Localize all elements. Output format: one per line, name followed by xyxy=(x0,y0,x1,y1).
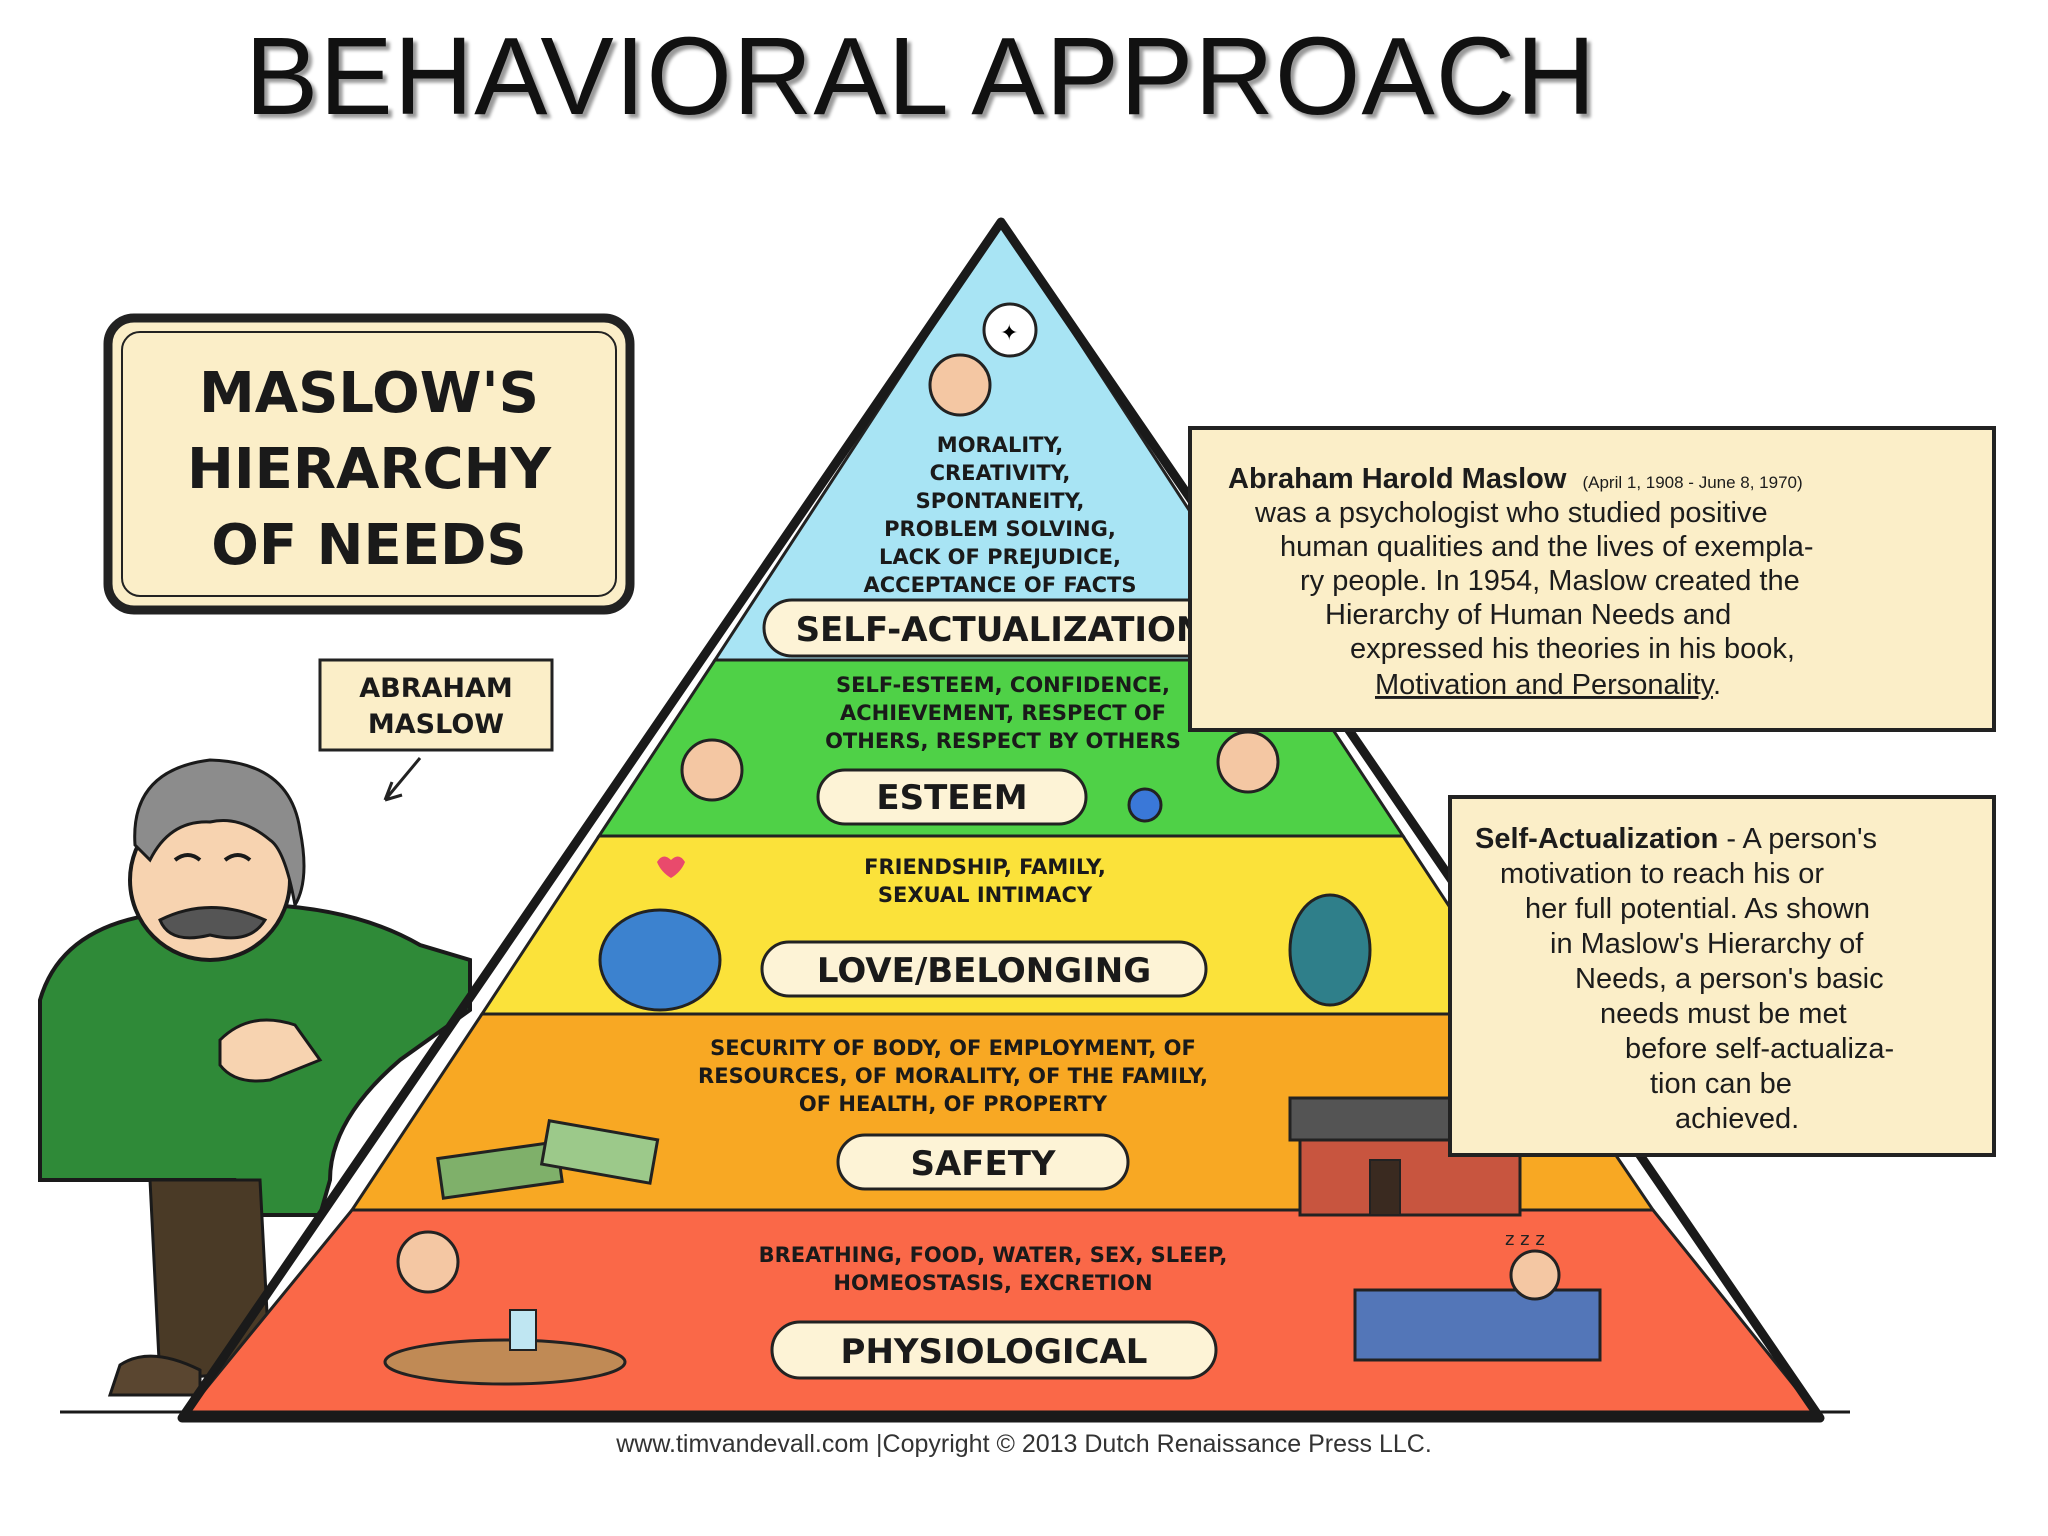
child-eating xyxy=(383,1230,627,1386)
title-box-line-1: MASLOW'S xyxy=(199,361,539,426)
svg-text:z z z: z z z xyxy=(1505,1229,1545,1250)
mustache xyxy=(158,906,268,940)
svg-text:OTHERS, RESPECT BY OTHERS: OTHERS, RESPECT BY OTHERS xyxy=(825,729,1181,753)
svg-text:HOMEOSTASIS, EXCRETION: HOMEOSTASIS, EXCRETION xyxy=(833,1271,1152,1295)
pyramid xyxy=(60,217,1850,1423)
svg-text:SPONTANEITY,: SPONTANEITY, xyxy=(916,489,1085,513)
svg-text:LACK OF PREJUDICE,: LACK OF PREJUDICE, xyxy=(879,545,1121,569)
hair xyxy=(133,758,306,910)
svg-text:SEXUAL INTIMACY: SEXUAL INTIMACY xyxy=(878,883,1093,907)
title-box-line-3: OF NEEDS xyxy=(211,513,527,578)
svg-text:Motivation and Personality.: Motivation and Personality. xyxy=(1375,669,1721,701)
girl-face xyxy=(1216,730,1280,794)
svg-text:expressed his theories in his: expressed his theories in his book, xyxy=(1350,633,1795,665)
tier-label-safety: SAFETY xyxy=(910,1144,1055,1184)
svg-text:ry people. In 1954, Maslow cre: ry people. In 1954, Maslow created the xyxy=(1300,565,1800,597)
tier-label-love-belonging: LOVE/BELONGING xyxy=(817,951,1151,991)
copyright-credit: www.timvandevall.com |Copyright © 2013 D… xyxy=(616,1430,1432,1458)
heart-icon xyxy=(657,856,685,878)
svg-text:RESOURCES, OF MORALITY, OF THE: RESOURCES, OF MORALITY, OF THE FAMILY, xyxy=(698,1064,1208,1088)
svg-text:SECURITY OF BODY, OF EMPLOYMEN: SECURITY OF BODY, OF EMPLOYMENT, OF xyxy=(710,1036,1196,1060)
thinker-face xyxy=(928,353,992,417)
name-label-line-2: MASLOW xyxy=(368,709,504,740)
svg-text:before self-actualiza-: before self-actualiza- xyxy=(1625,1033,1894,1065)
tier-self-actualization: ✦ MORALITY, CREATIVITY, SPONTANEITY, PRO… xyxy=(762,302,1238,658)
svg-text:her full potential. As shown: her full potential. As shown xyxy=(1525,893,1870,925)
svg-text:Hierarchy of Human Needs and: Hierarchy of Human Needs and xyxy=(1325,599,1731,631)
svg-text:Needs, a person's basic: Needs, a person's basic xyxy=(1575,963,1884,995)
maslow-figure xyxy=(38,758,472,1397)
svg-text:achieved.: achieved. xyxy=(1675,1103,1799,1135)
title-box-line-2: HIERARCHY xyxy=(187,437,553,502)
svg-text:ACCEPTANCE OF FACTS: ACCEPTANCE OF FACTS xyxy=(864,573,1137,597)
bio-dates: (April 1, 1908 - June 8, 1970) xyxy=(1582,473,1802,492)
tier-label-esteem: ESTEEM xyxy=(876,778,1027,818)
slide-title: BEHAVIORAL APPROACH xyxy=(245,15,1597,138)
title-box: MASLOW'S HIERARCHY OF NEEDS xyxy=(103,313,635,615)
svg-text:tion can be: tion can be xyxy=(1650,1068,1792,1100)
svg-text:needs must be met: needs must be met xyxy=(1600,998,1847,1030)
tier-label-physiological: PHYSIOLOGICAL xyxy=(841,1332,1148,1372)
svg-text:FRIENDSHIP, FAMILY,: FRIENDSHIP, FAMILY, xyxy=(864,855,1106,879)
name-label-line-1: ABRAHAM xyxy=(359,673,513,704)
award-ribbon xyxy=(1127,787,1163,823)
svg-text:human qualities and the lives: human qualities and the lives of exempla… xyxy=(1280,531,1814,563)
book-title: Motivation and Personality xyxy=(1375,669,1716,701)
svg-text:was a psychologist who studied: was a psychologist who studied positive xyxy=(1254,497,1768,529)
svg-text:BREATHING, FOOD, WATER, SEX, S: BREATHING, FOOD, WATER, SEX, SLEEP, xyxy=(759,1243,1228,1267)
hand xyxy=(218,1018,323,1083)
svg-text:SELF-ESTEEM, CONFIDENCE,: SELF-ESTEEM, CONFIDENCE, xyxy=(836,673,1170,697)
pointer-arrow xyxy=(383,757,422,802)
tier-love-belonging: FRIENDSHIP, FAMILY, SEXUAL INTIMACY LOVE… xyxy=(598,855,1372,1012)
pyramid-outline xyxy=(177,217,1825,1423)
svg-text:OF HEALTH, OF PROPERTY: OF HEALTH, OF PROPERTY xyxy=(799,1092,1108,1116)
svg-text:✦: ✦ xyxy=(1000,321,1018,346)
svg-text:CREATIVITY,: CREATIVITY, xyxy=(930,461,1071,485)
boy-face xyxy=(680,738,744,802)
bio-box: Abraham Harold Maslow (April 1, 1908 - J… xyxy=(1188,426,1996,732)
svg-text:motivation to reach his or: motivation to reach his or xyxy=(1500,858,1824,890)
svg-text:in Maslow's Hierarchy of: in Maslow's Hierarchy of xyxy=(1550,928,1864,960)
tier-physiological: BREATHING, FOOD, WATER, SEX, SLEEP, HOME… xyxy=(383,1229,1602,1386)
svg-text:Abraham Harold Maslow (A: Abraham Harold Maslow (April 1, 1908 - J… xyxy=(1228,463,1803,495)
definition-term: Self-Actualization xyxy=(1475,823,1718,855)
name-label: ABRAHAM MASLOW xyxy=(318,658,554,802)
hugging-couple xyxy=(598,908,722,1012)
parent-with-baby xyxy=(1288,893,1372,1007)
definition-box: Self-Actualization - A person's motivati… xyxy=(1448,795,1996,1157)
child-sleeping: z z z xyxy=(1353,1229,1602,1362)
thought-bubble xyxy=(982,302,1038,358)
tier-label-self-actualization: SELF-ACTUALIZATION xyxy=(796,610,1205,650)
svg-text:MORALITY,: MORALITY, xyxy=(937,433,1063,457)
svg-text:Self-Actualization - A person': Self-Actualization - A person's xyxy=(1475,823,1877,855)
svg-text:ACHIEVEMENT, RESPECT OF: ACHIEVEMENT, RESPECT OF xyxy=(840,701,1166,725)
svg-text:PROBLEM SOLVING,: PROBLEM SOLVING, xyxy=(884,517,1116,541)
bio-name: Abraham Harold Maslow xyxy=(1228,463,1567,495)
tier-esteem: SELF-ESTEEM, CONFIDENCE, ACHIEVEMENT, RE… xyxy=(680,673,1280,826)
money-stack xyxy=(436,1119,660,1200)
